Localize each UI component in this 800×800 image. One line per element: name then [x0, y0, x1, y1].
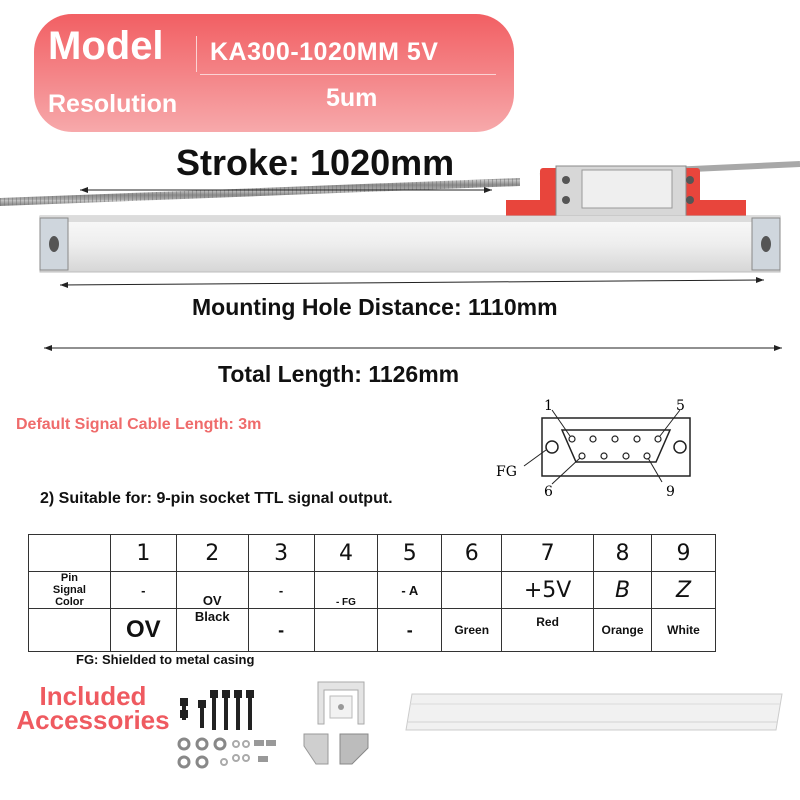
table-row: Pin Signal Color - OV - - FG - A +5V B Z — [28, 571, 717, 609]
table-cell — [28, 534, 111, 572]
cable-length-note: Default Signal Cable Length: 3m — [16, 416, 262, 433]
pin-9-label: 9 — [666, 484, 675, 500]
linear-scale-illustration — [0, 161, 800, 288]
table-cell: OV — [175, 571, 249, 609]
mounting-brackets-image — [303, 681, 369, 765]
table-cell: - — [247, 571, 315, 609]
table-cell — [441, 571, 503, 609]
table-cell: 4 — [313, 534, 379, 572]
table-cell: White — [650, 608, 717, 652]
stroke-label: Stroke: 1020mm — [176, 142, 455, 183]
pin-assignment-table: 1 2 3 4 5 6 7 8 9 Pin Signal Color - OV … — [28, 534, 717, 652]
table-cell: 9 — [650, 534, 717, 572]
row-label-pin: Pin — [60, 572, 78, 584]
pin-6-label: 6 — [544, 484, 553, 500]
screws-and-washers-image — [177, 690, 276, 769]
table-cell: Orange — [593, 608, 652, 652]
screw-icon — [562, 176, 570, 184]
table-cell: - — [377, 608, 443, 652]
pin-5-label: 5 — [676, 398, 685, 414]
table-cell: Black — [175, 608, 249, 652]
fg-shield-note: FG: Shielded to metal casing — [76, 652, 255, 667]
total-length-arrow — [44, 345, 782, 351]
row-label-color: Color — [55, 596, 84, 608]
accessories-label-line-2: Accessories — [16, 705, 170, 735]
model-label: Model — [48, 24, 164, 68]
table-row: 1 2 3 4 5 6 7 8 9 — [28, 534, 717, 572]
signal-cable — [0, 178, 520, 206]
table-cell: - A — [377, 571, 443, 609]
mounting-hole-distance-label: Mounting Hole Distance: 1110mm — [192, 294, 558, 320]
fg-label: FG — [496, 464, 517, 480]
model-value: KA300-1020MM 5V — [210, 38, 439, 66]
resolution-label: Resolution — [48, 90, 178, 118]
table-cell: OV — [109, 608, 177, 652]
suitable-for-text: 2) Suitable for: 9-pin socket TTL signal… — [40, 490, 393, 507]
table-cell: - — [247, 608, 315, 652]
table-cell: 8 — [593, 534, 652, 572]
table-cell: B — [593, 571, 652, 609]
table-cell: - — [109, 571, 177, 609]
accessories-label-line-1: Included — [39, 681, 147, 711]
table-cell: Green — [441, 608, 503, 652]
table-cell: 3 — [247, 534, 315, 572]
included-accessories-label: Included Accessories — [8, 681, 178, 735]
mounting-hole-icon — [761, 236, 771, 252]
scale-body — [39, 215, 781, 273]
row-label-signal: Signal — [52, 584, 86, 596]
table-cell: - FG — [313, 571, 379, 609]
table-cell: 6 — [441, 534, 503, 572]
screw-icon — [686, 196, 694, 204]
table-cell — [28, 608, 111, 652]
table-cell: 5 — [377, 534, 443, 572]
model-header-banner — [34, 14, 514, 132]
table-cell: Red — [501, 608, 595, 652]
table-row: OV Black - - Green Red Orange White — [28, 608, 717, 652]
db9-connector-diagram: 1 5 6 9 FG — [496, 398, 691, 500]
mounting-distance-arrow — [59, 279, 765, 286]
total-length-label: Total Length: 1126mm — [218, 361, 460, 387]
screw-icon — [686, 176, 694, 184]
header-vertical-divider — [196, 36, 197, 72]
row-label-cell: Pin Signal Color — [28, 571, 111, 609]
screw-icon — [562, 196, 570, 204]
table-cell: +5V — [501, 571, 595, 609]
pin-1-label: 1 — [544, 398, 553, 414]
table-cell: 2 — [175, 534, 249, 572]
header-divider — [200, 74, 496, 75]
table-cell: 7 — [501, 534, 595, 572]
table-cell: Z — [650, 571, 717, 609]
protective-cover-strip-image — [405, 693, 783, 731]
resolution-value: 5um — [326, 84, 378, 112]
table-cell: 1 — [109, 534, 177, 572]
mounting-hole-icon — [49, 236, 59, 252]
table-cell — [313, 608, 379, 652]
